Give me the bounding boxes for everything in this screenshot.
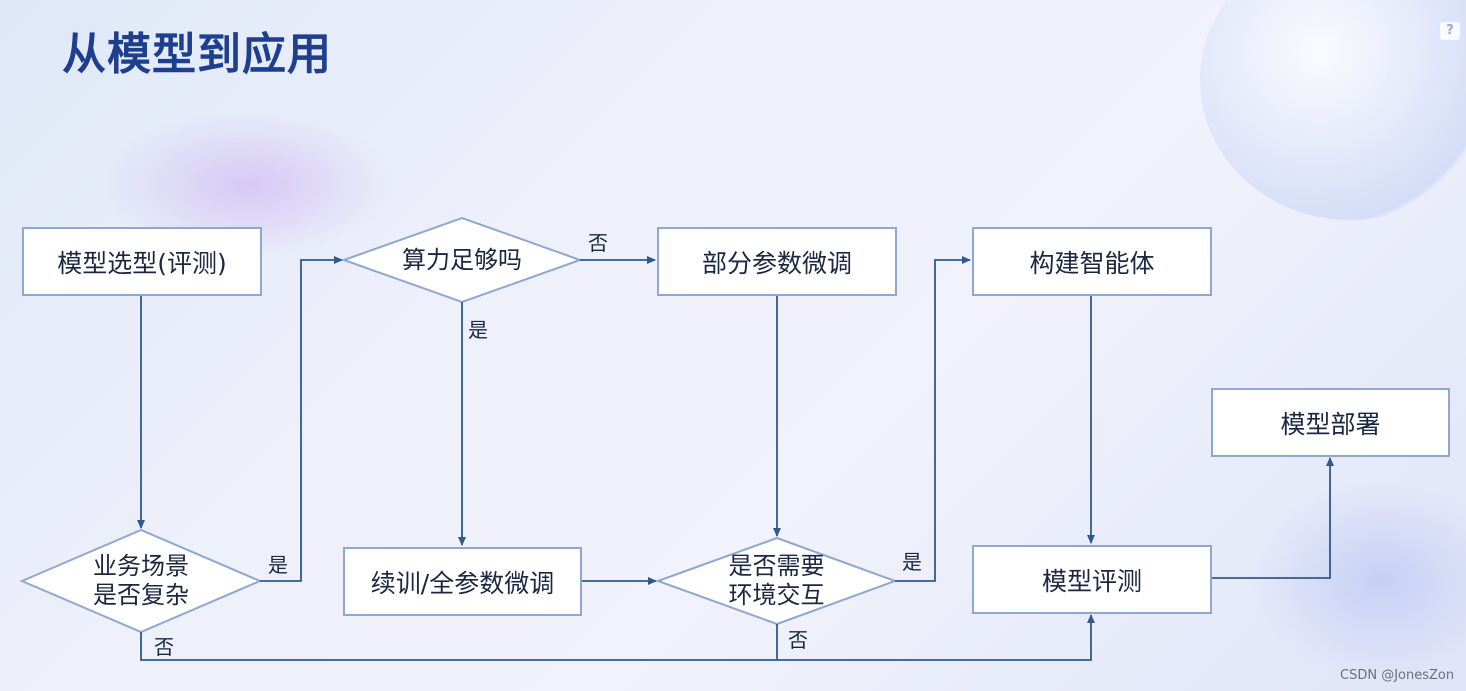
- arrow-env-yes: [895, 256, 971, 582]
- node-text-line: 是否需要: [728, 552, 825, 580]
- node-partial-finetune: 部分参数微调: [657, 227, 897, 296]
- node-build-agent: 构建智能体: [972, 227, 1212, 296]
- edge-label-compute-yes: 是: [468, 318, 488, 342]
- edge-label-env-no: 否: [788, 628, 808, 652]
- watermark: CSDN @JonesZon: [1340, 668, 1455, 683]
- node-env-interaction: 是否需要 环境交互: [658, 538, 895, 624]
- edge-label-complex-yes: 是: [268, 553, 288, 577]
- background-decoration: [1250, 480, 1466, 680]
- node-text-line: 业务场景: [93, 552, 189, 580]
- arrow-complex-no: [140, 614, 1095, 661]
- help-icon[interactable]: ?: [1440, 22, 1460, 40]
- edge-label-complex-no: 否: [154, 635, 174, 659]
- node-full-finetune: 续训/全参数微调: [343, 547, 582, 616]
- node-model-selection: 模型选型(评测): [22, 227, 262, 296]
- arrow-eval-to-deploy: [1211, 457, 1334, 579]
- node-text-line: 是否复杂: [93, 581, 189, 609]
- node-business-complex: 业务场景 是否复杂: [22, 530, 260, 632]
- edge-label-env-yes: 是: [902, 550, 922, 574]
- node-text-line: 环境交互: [728, 581, 825, 609]
- node-model-eval: 模型评测: [972, 545, 1212, 614]
- node-deploy: 模型部署: [1211, 388, 1450, 457]
- slide-title: 从模型到应用: [62, 29, 332, 80]
- arrow-complex-yes: [260, 256, 343, 582]
- edge-label-compute-no: 否: [588, 231, 608, 255]
- node-compute-enough: 算力足够吗: [402, 245, 522, 274]
